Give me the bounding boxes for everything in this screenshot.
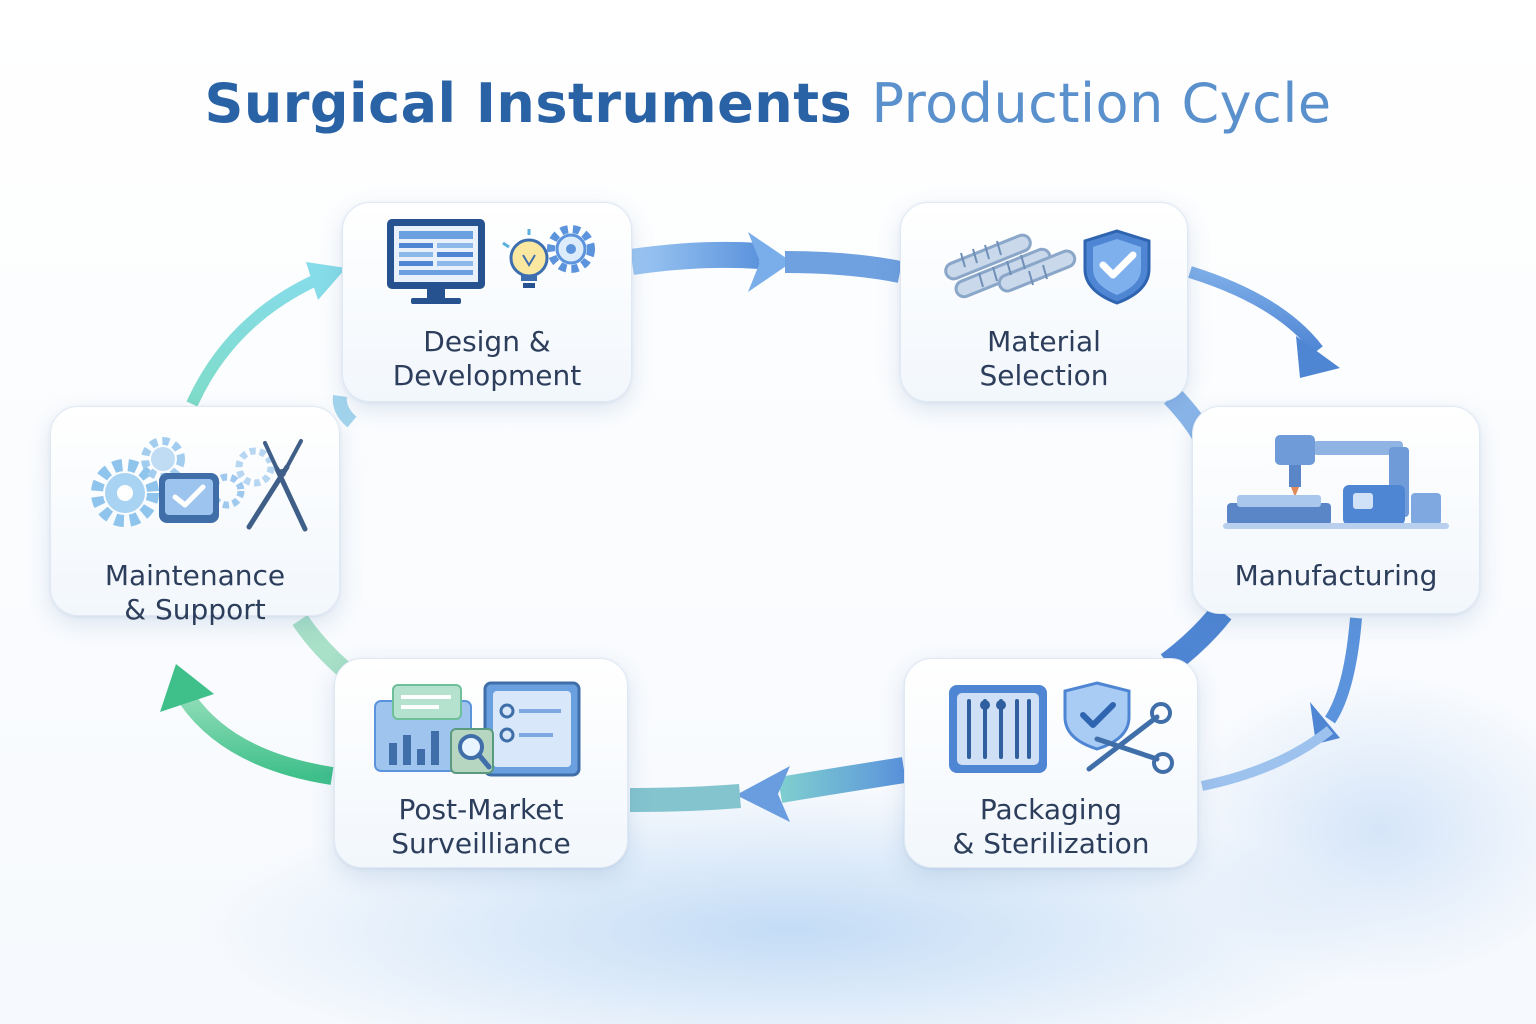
stage-label: Maintenance & Support bbox=[104, 559, 286, 626]
arrow-maintenance-to-design bbox=[186, 262, 357, 428]
arrow-surveillance-to-maintenance bbox=[160, 614, 358, 785]
stage-post-market-surveillance: Post-Market Surveilliance bbox=[334, 658, 628, 868]
stage-maintenance-support: Maintenance & Support bbox=[50, 406, 340, 626]
stage-packaging-sterilization: Packaging & Sterilization bbox=[904, 658, 1198, 868]
stage-design-development: Design & Development bbox=[342, 202, 632, 402]
pliers-icon bbox=[246, 439, 308, 532]
page-title: Surgical Instruments Production Cycle bbox=[0, 72, 1536, 135]
title-primary: Surgical Instruments bbox=[204, 72, 853, 135]
stage-label: Design & Development bbox=[392, 325, 582, 392]
computer-monitor-icon bbox=[387, 219, 485, 304]
gear-icon bbox=[547, 225, 595, 273]
stage-label: Packaging & Sterilization bbox=[952, 793, 1150, 860]
stage-label: Manufacturing bbox=[1234, 559, 1438, 592]
analytics-dashboard-icon bbox=[374, 681, 581, 777]
arrow-packaging-to-surveillance bbox=[629, 757, 907, 822]
stage-label: Material Selection bbox=[979, 325, 1109, 392]
metal-rods-icon bbox=[944, 233, 1077, 299]
stage-material-selection: Material Selection bbox=[900, 202, 1188, 402]
instrument-tray-icon bbox=[949, 685, 1047, 773]
lightbulb-icon bbox=[502, 229, 549, 288]
cnc-machine-icon bbox=[1223, 435, 1449, 529]
tablet-check-icon bbox=[159, 473, 219, 523]
shield-check-icon bbox=[1063, 681, 1131, 751]
stage-label: Post-Market Surveilliance bbox=[391, 793, 571, 860]
magnifier-icon bbox=[450, 728, 494, 774]
stage-manufacturing: Manufacturing bbox=[1192, 406, 1480, 614]
scissors-icon bbox=[1086, 702, 1174, 774]
arrow-design-to-material bbox=[630, 232, 903, 292]
shield-check-icon bbox=[1083, 229, 1151, 305]
title-secondary: Production Cycle bbox=[871, 72, 1332, 135]
